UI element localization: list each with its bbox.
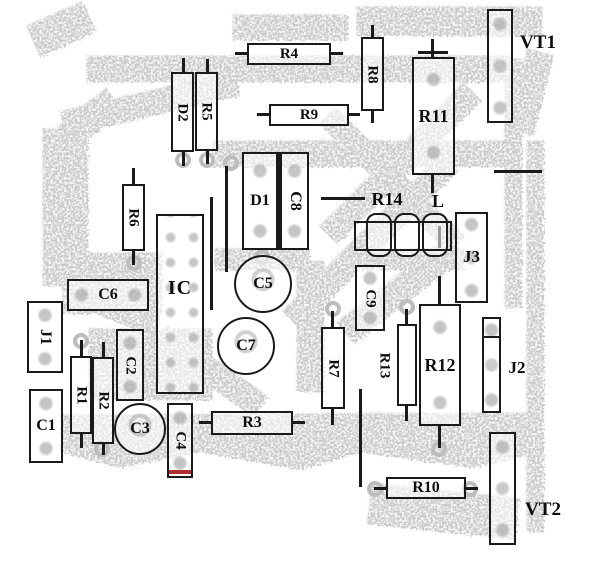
resistor-r13 [397, 324, 417, 406]
label-r2: R2 [95, 391, 112, 410]
lead [206, 59, 209, 72]
diode-d2: D2 [171, 72, 194, 152]
label-vt2: VT2 [525, 498, 561, 520]
trace-line-h2 [494, 170, 542, 173]
resistor-r12: R12 [419, 304, 461, 426]
scan-artifact-red [169, 470, 191, 474]
ic-chip: IC [156, 214, 204, 394]
label-d1: D1 [250, 192, 270, 209]
lead [182, 152, 185, 166]
label-r3: R3 [242, 414, 262, 431]
trace-line-v3 [359, 389, 362, 487]
label-c7: C7 [236, 337, 256, 354]
label-r6: R6 [126, 208, 142, 227]
lead [293, 421, 305, 424]
label-r4: R4 [279, 45, 299, 62]
label-c2: C2 [122, 355, 139, 375]
label-l-inductor: L [431, 191, 444, 211]
label-c3: C3 [130, 420, 150, 437]
lead [235, 52, 247, 55]
lead [331, 311, 334, 327]
lead [466, 487, 478, 490]
lead [80, 340, 83, 356]
label-j2: J2 [508, 357, 526, 377]
lead [348, 113, 360, 116]
lead [102, 342, 105, 357]
lead [182, 58, 185, 72]
capacitor-c6: C6 [67, 279, 149, 311]
label-r13: R13 [376, 352, 393, 378]
label-r14: R14 [371, 189, 403, 209]
lead [132, 251, 135, 265]
label-r12: R12 [424, 355, 456, 375]
label-c4: C4 [172, 431, 189, 450]
resistor-r9: R9 [269, 104, 349, 126]
lead [331, 409, 334, 425]
jumper-j3: J3 [455, 212, 488, 303]
lead [405, 309, 408, 324]
label-j3: J3 [463, 247, 480, 266]
label-j1: J1 [37, 329, 54, 345]
resistor-r6: R6 [122, 184, 145, 251]
lead [438, 276, 441, 304]
label-r5: R5 [199, 102, 215, 121]
resistor-r11: R11 [412, 57, 455, 175]
capacitor-c7: C7 [217, 317, 275, 375]
lead [206, 151, 209, 164]
lead [257, 113, 269, 116]
label-r1: R1 [73, 385, 90, 405]
resistor-r2: R2 [92, 357, 114, 444]
label-r7: R7 [325, 358, 342, 378]
lead [374, 487, 386, 490]
resistor-r4: R4 [247, 43, 331, 65]
resistor-r10: R10 [386, 477, 466, 499]
lead [431, 175, 434, 193]
lead [438, 426, 441, 448]
capacitor-c4: C4 [167, 403, 193, 478]
jumper-j2 [482, 317, 501, 413]
label-c6: C6 [98, 286, 118, 303]
trace-line-h1 [321, 197, 365, 200]
lead [371, 111, 374, 123]
lead [371, 25, 374, 37]
lead [132, 168, 135, 184]
j2-divider [484, 336, 499, 338]
resistor-r3: R3 [211, 411, 293, 435]
resistor-r14-body [354, 221, 452, 251]
label-d2: D2 [175, 102, 191, 122]
resistor-r8: R8 [361, 37, 384, 111]
transistor-vt1 [487, 9, 513, 123]
capacitor-c9: C9 [355, 265, 385, 331]
lead [431, 39, 434, 57]
label-vt1: VT1 [520, 31, 556, 53]
label-r8: R8 [365, 64, 381, 84]
resistor-r5: R5 [195, 72, 218, 151]
transistor-vt2 [489, 432, 516, 545]
lead [80, 434, 83, 448]
label-c5: C5 [253, 275, 273, 292]
lead [331, 52, 343, 55]
capacitor-c5: C5 [234, 255, 292, 313]
label-c9: C9 [362, 288, 379, 308]
lead [102, 444, 105, 455]
label-c1: C1 [36, 417, 56, 434]
jumper-j1: J1 [27, 301, 63, 373]
lead [199, 421, 211, 424]
capacitor-c8: C8 [276, 152, 309, 250]
label-r10: R10 [412, 479, 440, 496]
label-ic: IC [167, 277, 193, 299]
capacitor-c1: C1 [29, 389, 63, 463]
capacitor-c2: C2 [116, 329, 144, 401]
label-r9: R9 [299, 106, 319, 123]
resistor-r1: R1 [70, 356, 92, 434]
trace-line-v1 [210, 197, 213, 310]
resistor-r7: R7 [321, 327, 345, 409]
trace-line-v2 [225, 166, 228, 272]
label-c8: C8 [286, 191, 304, 211]
capacitor-c3: C3 [114, 403, 166, 455]
label-r11: R11 [418, 106, 449, 126]
diode-d1: D1 [242, 152, 278, 250]
lead [405, 406, 408, 421]
